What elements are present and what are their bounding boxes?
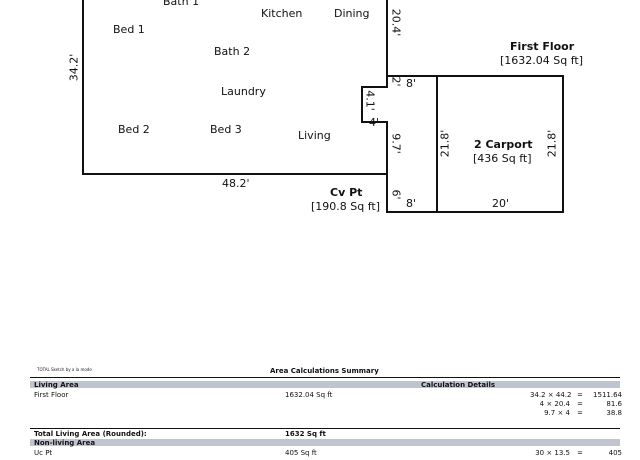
area-cvpt-name: Cv Pt — [330, 186, 363, 199]
ucpt-expr: 30 × 13.5 — [535, 449, 570, 457]
summary-top-rule — [30, 377, 620, 378]
calc-eq: = — [577, 409, 583, 417]
calc-result: 38.8 — [606, 409, 622, 417]
dim-carport-width: 20' — [492, 197, 510, 210]
nonliving-area-band — [30, 439, 620, 446]
calc-eq: = — [577, 400, 583, 408]
dim-notch-height: 4.1' — [363, 90, 377, 111]
dim-carport-left: 21.8' — [438, 129, 452, 158]
room-bed-2: Bed 2 — [118, 123, 150, 136]
first-floor-label: First Floor — [34, 391, 69, 399]
ucpt-eq: = — [577, 449, 583, 457]
room-bath-2: Bath 2 — [214, 45, 251, 58]
calc-expr: 4 × 20.4 — [539, 400, 570, 408]
ucpt-label: Uc Pt — [34, 449, 53, 457]
room-dining: Dining — [334, 7, 370, 20]
sketch-caption: TOTAL Sketch by a la mode — [37, 367, 92, 372]
calc-result: 81.6 — [606, 400, 622, 408]
total-rule — [30, 428, 620, 429]
dim-carport-right: 21.8' — [545, 129, 559, 158]
room-bed-3: Bed 3 — [210, 123, 242, 136]
living-area-band — [30, 381, 620, 388]
area-cvpt-sqft: [190.8 Sq ft] — [311, 200, 381, 213]
area-first-floor-name: First Floor — [510, 40, 575, 53]
area-first-floor-sqft: [1632.04 Sq ft] — [500, 54, 584, 67]
total-living-value: 1632 Sq ft — [285, 430, 326, 438]
total-living-label: Total Living Area (Rounded): — [34, 430, 147, 438]
house-outline — [82, 0, 388, 175]
room-bed-1: Bed 1 — [113, 23, 145, 36]
room-kitchen: Kitchen — [261, 7, 303, 20]
calc-expr: 34.2 × 44.2 — [530, 391, 572, 399]
ucpt-value: 405 Sq ft — [285, 449, 317, 457]
calc-expr: 9.7 × 4 — [544, 409, 570, 417]
room-living: Living — [298, 129, 331, 142]
dim-left-height: 34.2' — [67, 53, 81, 82]
summary-title: Area Calculations Summary — [270, 367, 379, 375]
room-bath-1: Bath 1 — [163, 0, 200, 8]
ucpt-result: 405 — [608, 449, 622, 457]
carport-outline — [436, 75, 564, 213]
nonliving-area-header: Non-living Area — [34, 439, 96, 447]
dim-top-right-height: 20.4' — [389, 8, 403, 37]
dim-step-top: 2' — [389, 76, 403, 87]
dim-lower-right-height: 9.7' — [389, 133, 403, 154]
calc-details-header: Calculation Details — [421, 381, 496, 389]
dim-notch-width: 4' — [369, 116, 380, 129]
dim-bottom-width: 48.2' — [222, 177, 250, 190]
first-floor-value: 1632.04 Sq ft — [285, 391, 333, 399]
dim-step-right-top: 8' — [406, 77, 417, 90]
floor-plan — [82, 0, 564, 213]
cv-pt-outline — [386, 122, 437, 213]
room-laundry: Laundry — [221, 85, 266, 98]
living-area-header: Living Area — [34, 381, 79, 389]
calc-result: 1511.64 — [593, 391, 622, 399]
area-carport-name: 2 Carport — [474, 138, 533, 151]
area-carport-sqft: [436 Sq ft] — [473, 152, 532, 165]
dim-cvpt-height: 6' — [389, 189, 403, 200]
dim-cvpt-width: 8' — [406, 197, 417, 210]
calc-eq: = — [577, 391, 583, 399]
